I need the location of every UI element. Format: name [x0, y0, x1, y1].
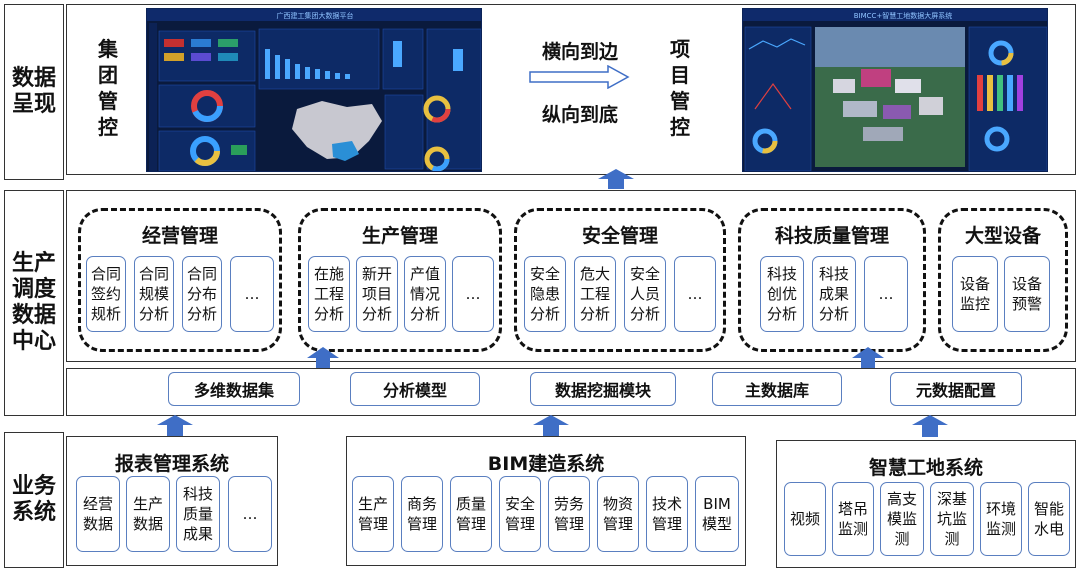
row-label-center: 生产调度数据中心: [4, 190, 64, 416]
item-tech-excellence: 科技创优分析: [760, 256, 804, 332]
group-safety-title: 安全管理: [581, 225, 658, 247]
group-dashboard-screenshot: 广西建工集团大数据平台: [146, 8, 482, 172]
group-dashboard-graphic: 广西建工集团大数据平台: [147, 9, 481, 171]
item-production-more: …: [452, 256, 494, 332]
item-major-hazard-works: 危大工程分析: [574, 256, 616, 332]
item-bim-production: 生产管理: [352, 476, 394, 552]
item-output-value: 产值情况分析: [404, 256, 446, 332]
item-tech-quality-results: 科技质量成果: [176, 476, 220, 552]
group-control-label: 集团管控: [98, 37, 118, 139]
tool-multidim-dataset: 多维数据集: [168, 372, 300, 406]
row-label-display-text: 数据呈现: [11, 66, 56, 117]
item-safety-personnel: 安全人员分析: [624, 256, 666, 332]
item-bim-quality: 质量管理: [450, 476, 492, 552]
item-bim-technical: 技术管理: [646, 476, 688, 552]
tool-data-mining: 数据挖掘模块: [530, 372, 676, 406]
item-contract-signing: 合同签约规析: [86, 256, 126, 332]
tool-master-database: 主数据库: [712, 372, 842, 406]
tool-analysis-model: 分析模型: [350, 372, 480, 406]
item-tech-more: …: [864, 256, 908, 332]
item-operating-data: 经营数据: [76, 476, 120, 552]
arrow-tools-to-tech: [852, 347, 884, 371]
item-equipment-monitoring: 设备监控: [952, 256, 998, 332]
direction-horizontal: 横向到边: [542, 41, 619, 63]
item-environment: 环境监测: [980, 482, 1022, 556]
group-tech-quality-title: 科技质量管理: [774, 225, 889, 247]
item-bim-safety: 安全管理: [499, 476, 541, 552]
item-high-formwork: 高支模监测: [880, 482, 924, 556]
group-screen-title: 广西建工集团大数据平台: [277, 11, 354, 20]
item-new-projects: 新开项目分析: [356, 256, 398, 332]
item-business-more: …: [230, 256, 274, 332]
project-dashboard-screenshot: BIMCC+智慧工地数据大屏系统: [742, 8, 1048, 172]
item-contract-scale: 合同规模分析: [134, 256, 174, 332]
row-label-display: 数据呈现: [4, 4, 64, 180]
item-tower-crane: 塔吊监测: [832, 482, 874, 556]
project-screen-title: BIMCC+智慧工地数据大屏系统: [854, 11, 953, 20]
group-business-title: 经营管理: [141, 225, 218, 247]
direction-vertical: 纵向到底: [542, 104, 619, 126]
project-dashboard-graphic: BIMCC+智慧工地数据大屏系统: [743, 9, 1047, 171]
item-deep-pit: 深基坑监测: [930, 482, 974, 556]
group-production-title: 生产管理: [361, 225, 438, 247]
item-production-data: 生产数据: [126, 476, 170, 552]
system-bim-title: BIM建造系统: [487, 453, 605, 475]
item-video: 视频: [784, 482, 826, 556]
item-safety-hazards: 安全隐患分析: [524, 256, 566, 332]
item-bim-materials: 物资管理: [597, 476, 639, 552]
direction-arrow: [529, 65, 630, 89]
item-bim-model: BIM模型: [695, 476, 739, 552]
item-ongoing-projects: 在施工程分析: [308, 256, 350, 332]
item-bim-commerce: 商务管理: [401, 476, 443, 552]
arrow-report-to-tools: [157, 415, 193, 437]
item-bim-labor: 劳务管理: [548, 476, 590, 552]
tool-metadata-config: 元数据配置: [890, 372, 1022, 406]
item-safety-more: …: [674, 256, 716, 332]
system-smart-site-title: 智慧工地系统: [868, 457, 983, 479]
system-report-title: 报表管理系统: [114, 453, 229, 475]
group-equipment-title: 大型设备: [964, 225, 1041, 247]
item-contract-distribution: 合同分布分析: [182, 256, 222, 332]
item-smart-utilities: 智能水电: [1028, 482, 1070, 556]
arrow-bim-to-tools: [533, 415, 569, 437]
item-equipment-warning: 设备预警: [1004, 256, 1050, 332]
item-report-more: …: [228, 476, 272, 552]
row-label-business: 业务系统: [4, 432, 64, 568]
row-label-center-text: 生产调度数据中心: [11, 251, 56, 354]
arrow-site-to-tools: [912, 415, 948, 437]
arrow-center-to-display: [598, 169, 634, 189]
system-smart-site: 智慧工地系统: [776, 440, 1076, 568]
row-label-business-text: 业务系统: [11, 474, 56, 525]
arrow-tools-to-production: [307, 347, 339, 371]
item-tech-results: 科技成果分析: [812, 256, 856, 332]
project-control-label: 项目管控: [670, 37, 690, 139]
